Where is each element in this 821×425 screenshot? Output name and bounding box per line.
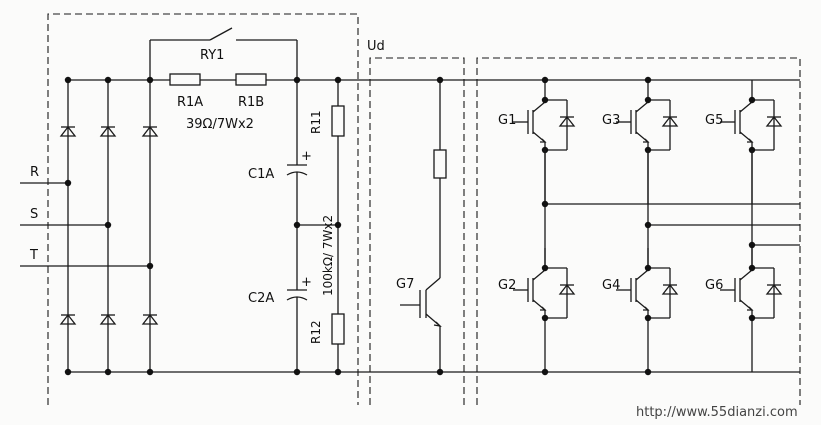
inverter-bridge [513, 80, 783, 372]
c1a-label: C1A [248, 167, 274, 182]
c2a-plus: + [301, 275, 312, 290]
input-t-label: T [29, 248, 38, 263]
r1-value-label: 39Ω/7Wx2 [186, 117, 254, 132]
input-r-label: R [30, 165, 39, 180]
dc-rails [68, 79, 800, 373]
g5-label: G5 [705, 113, 723, 128]
c1a-plus: + [301, 149, 312, 164]
brake-chopper-g7: G7 [396, 80, 447, 372]
c2a-label: C2A [248, 291, 274, 306]
g1-label: G1 [498, 113, 516, 128]
ud-label: Ud [367, 39, 385, 54]
g3-label: G3 [602, 113, 620, 128]
igbt-upper-1 [513, 80, 576, 204]
igbt-lower-6 [720, 248, 783, 372]
r1a-label: R1A [177, 95, 203, 110]
g6-label: G6 [705, 278, 723, 293]
input-s-label: S [30, 207, 38, 222]
igbt-lower-4 [616, 248, 679, 372]
watermark-url: http://www.55dianzi.com [636, 405, 798, 420]
junction-dots [64, 76, 756, 376]
g2-label: G2 [498, 278, 516, 293]
dashed-boxes [47, 13, 801, 405]
igbt-lower-2 [513, 248, 576, 372]
igbt-upper-5 [720, 80, 783, 204]
output-lines [545, 203, 800, 246]
r11-label: R11 [309, 110, 323, 134]
resistor-r1b: R1B [235, 73, 267, 110]
capacitor-bank: + + C1A C2A [248, 80, 312, 372]
g7-label: G7 [396, 277, 414, 292]
g4-label: G4 [602, 278, 620, 293]
igbt-upper-3 [616, 80, 679, 204]
r1b-label: R1B [238, 95, 264, 110]
relay-ry1: RY1 [149, 27, 298, 80]
ry1-label: RY1 [200, 48, 224, 63]
ac-inputs: R S T [20, 165, 150, 267]
r12-label: R12 [309, 320, 323, 344]
bleed-value-label: 100kΩ/ 7Wx2 [321, 215, 335, 296]
resistor-r1a: R1A [169, 73, 203, 110]
